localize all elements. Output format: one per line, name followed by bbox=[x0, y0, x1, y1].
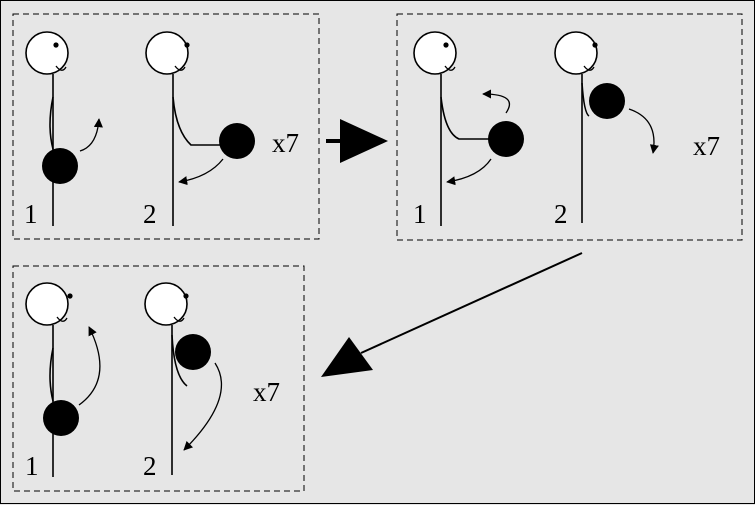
panel-2-figure-1 bbox=[413, 31, 524, 226]
mouth bbox=[444, 65, 456, 71]
repeat-count: x7 bbox=[253, 377, 280, 407]
figure-number: 2 bbox=[143, 451, 157, 481]
movement-arrow-down bbox=[446, 158, 492, 186]
ball bbox=[488, 121, 524, 157]
panel-2-border bbox=[396, 13, 743, 241]
figure-number: 2 bbox=[554, 199, 568, 229]
panel-3-border bbox=[12, 265, 305, 492]
eye bbox=[184, 42, 190, 48]
flow-arrow-2-to-3 bbox=[321, 252, 583, 377]
ball bbox=[42, 148, 78, 184]
head bbox=[25, 282, 69, 326]
arm bbox=[49, 347, 54, 402]
arm bbox=[440, 96, 489, 140]
ball bbox=[175, 334, 211, 370]
ball bbox=[589, 83, 625, 119]
mouth bbox=[55, 65, 67, 71]
eye bbox=[443, 42, 449, 48]
eye bbox=[592, 42, 598, 48]
figure-number: 1 bbox=[25, 451, 39, 481]
mouth bbox=[583, 65, 595, 71]
figure-number: 2 bbox=[143, 199, 157, 229]
movement-arrow bbox=[178, 158, 224, 186]
arm bbox=[172, 96, 221, 146]
panel-2-figure-2 bbox=[554, 31, 659, 223]
repeat-count: x7 bbox=[272, 128, 299, 158]
panel-1: 1 2 x7 bbox=[12, 13, 320, 240]
panel-3-figure-2 bbox=[144, 282, 223, 475]
figure-number: 1 bbox=[24, 199, 38, 229]
movement-arrow bbox=[79, 118, 103, 152]
panel-1-border bbox=[12, 13, 320, 240]
arm bbox=[171, 334, 188, 387]
panel-1-figure-2 bbox=[145, 31, 255, 226]
eye bbox=[67, 293, 73, 299]
panel-3-figure-1 bbox=[25, 282, 101, 477]
ball bbox=[219, 123, 255, 159]
movement-arrow bbox=[78, 326, 101, 406]
panel-3: 1 2 x7 bbox=[12, 265, 305, 492]
head bbox=[25, 31, 69, 75]
head bbox=[145, 31, 189, 75]
mouth bbox=[56, 316, 68, 322]
mouth bbox=[173, 316, 185, 322]
head bbox=[554, 31, 598, 75]
panel-2: 1 2 x7 bbox=[396, 13, 743, 241]
movement-arrow-up bbox=[482, 89, 511, 114]
movement-arrow bbox=[183, 362, 223, 451]
mouth bbox=[174, 65, 186, 71]
figure-number: 1 bbox=[413, 199, 427, 229]
ball bbox=[43, 400, 79, 436]
arm bbox=[581, 82, 590, 117]
movement-arrow bbox=[628, 108, 659, 154]
eye bbox=[53, 42, 59, 48]
head bbox=[413, 31, 457, 75]
flow-arrow-1-to-2 bbox=[326, 119, 388, 163]
repeat-count: x7 bbox=[693, 131, 720, 161]
panel-1-figure-1 bbox=[25, 31, 103, 226]
arm bbox=[49, 96, 54, 150]
eye bbox=[183, 293, 189, 299]
head bbox=[144, 282, 188, 326]
